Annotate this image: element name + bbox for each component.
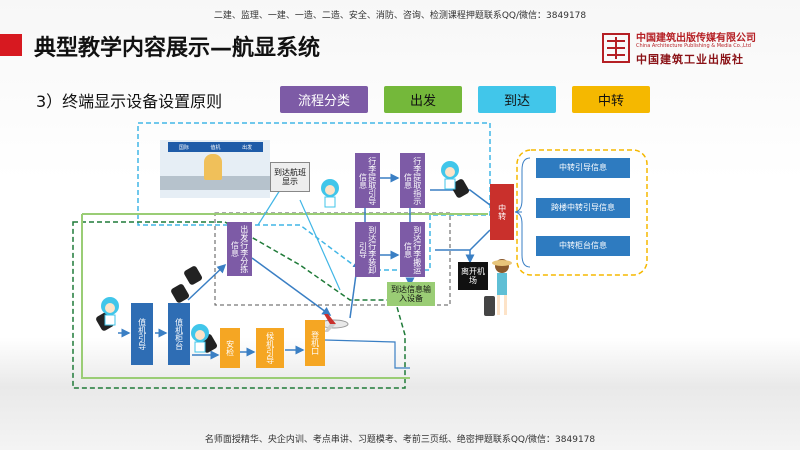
node-baggage-claim-guide: 行李提取引导信息 <box>355 153 380 208</box>
node-arrival-flight: 到达航班显示 <box>270 162 310 192</box>
counter-sign-text: 出发 <box>242 144 253 151</box>
publisher-name-script: 中国建筑工业出版社 <box>636 53 744 66</box>
node-checkin-guide: 值机引导 <box>131 303 153 365</box>
node-transfer-counter: 中转柜台信息 <box>536 236 630 256</box>
node-departure-sort: 出发行李分拣信息 <box>227 222 252 276</box>
node-arrival-input: 到达信息输入设备 <box>387 282 435 306</box>
node-checkin-counter: 值机柜台 <box>168 303 190 365</box>
title-accent-bar <box>0 34 22 56</box>
legend-process: 流程分类 <box>280 86 368 113</box>
checkin-counter-illustration: 国际 值机 出发 <box>160 140 270 198</box>
mascot-icon <box>441 161 459 190</box>
node-baggage-claim-indicator: 行李提取指示信息 <box>400 153 425 208</box>
transfer-region <box>516 149 648 276</box>
node-transfer: 中转 <box>490 184 514 240</box>
publisher-name-cn: 中国建筑出版传媒有限公司 <box>636 33 756 44</box>
luggage-icon <box>171 284 190 303</box>
section-subtitle: 3）终端显示设备设置原则 <box>36 92 223 111</box>
counter-sign-text: 国际 <box>178 144 189 151</box>
publisher-name-en: China Architecture Publishing & Media Co… <box>636 43 751 49</box>
watermark-bottom: 名师面授精华、央企内训、考点串讲、习题模考、考前三页纸、绝密押题联系QQ/微信：… <box>204 435 596 445</box>
mascot-icon <box>101 297 119 326</box>
publisher-logo-icon <box>602 33 630 63</box>
node-leave-airport: 离开机场 <box>458 262 488 290</box>
node-arrival-unload: 到达行李装卸引导 <box>355 222 380 277</box>
process-region <box>214 212 451 306</box>
page-title: 典型教学内容展示—航显系统 <box>34 36 321 61</box>
legend-transfer: 中转 <box>572 86 650 113</box>
airplane-icon <box>319 314 349 332</box>
node-boarding-gate: 登机口 <box>305 320 325 366</box>
legend-arrival: 到达 <box>478 86 556 113</box>
arrival-region <box>137 122 491 271</box>
node-cross-building: 跨楼中转引导信息 <box>536 198 630 218</box>
node-boarding-guide: 候机引导 <box>256 328 284 368</box>
watermark-top: 二建、监理、一建、一造、二造、安全、消防、咨询、检测课程押题联系QQ/微信：38… <box>213 11 587 21</box>
node-security: 安检 <box>220 328 240 368</box>
luggage-icon <box>184 266 203 285</box>
mascot-icon <box>321 179 339 208</box>
mascot-icon <box>191 324 209 353</box>
node-arrival-transport: 到达行李搬运信息 <box>400 222 425 277</box>
counter-sign-text: 值机 <box>210 144 221 151</box>
legend-departure: 出发 <box>384 86 462 113</box>
traveller-icon <box>484 259 512 316</box>
node-transfer-guide: 中转引导信息 <box>536 158 630 178</box>
luggage-icon <box>451 179 470 198</box>
